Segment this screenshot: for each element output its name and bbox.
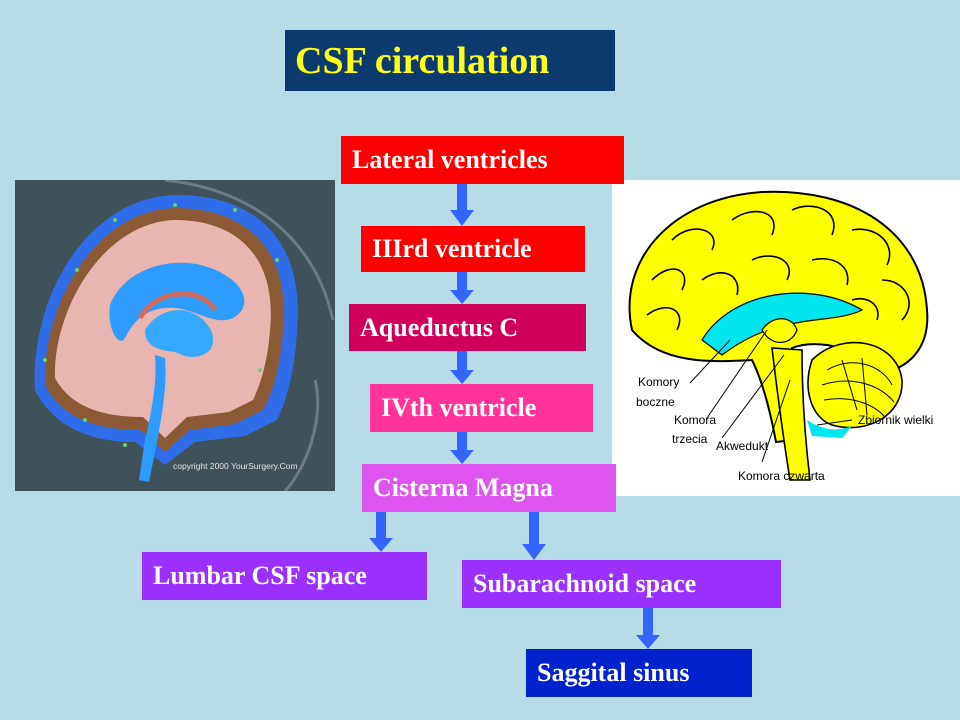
arrow-down-icon bbox=[636, 608, 660, 649]
label-trzecia: trzecia bbox=[672, 432, 708, 446]
node-subarachnoid-space: Subarachnoid space bbox=[462, 560, 781, 608]
label-czwarta: Komora czwarta bbox=[738, 469, 825, 483]
brain-ventricles-illustration: copyright 2000 YourSurgery.Com bbox=[15, 180, 335, 491]
node-saggital-sinus: Saggital sinus bbox=[526, 649, 752, 697]
copyright-text: copyright 2000 YourSurgery.Com bbox=[173, 461, 298, 471]
page-title: CSF circulation bbox=[285, 30, 615, 91]
brain-sagittal-illustration: Komory boczne Komora trzecia Akwedukt Zb… bbox=[612, 180, 960, 496]
arrow-down-icon bbox=[450, 272, 474, 304]
arrow-down-icon bbox=[450, 351, 474, 384]
arrow-down-icon bbox=[450, 432, 474, 464]
node-lumbar-csf-space: Lumbar CSF space bbox=[142, 552, 427, 600]
node-third-ventricle: IIIrd ventricle bbox=[361, 226, 585, 272]
node-fourth-ventricle: IVth ventricle bbox=[370, 384, 593, 432]
label-komory: Komory bbox=[638, 375, 679, 389]
node-lateral-ventricles: Lateral ventricles bbox=[341, 136, 624, 184]
arrow-down-icon bbox=[369, 512, 393, 552]
node-aqueductus: Aqueductus C bbox=[349, 304, 586, 351]
label-akwedukt: Akwedukt bbox=[716, 439, 769, 453]
arrow-down-icon bbox=[522, 512, 546, 560]
label-zbiornik: Zbiornik wielki bbox=[858, 413, 933, 427]
arrow-down-icon bbox=[450, 184, 474, 226]
label-boczne: boczne bbox=[636, 395, 675, 409]
node-cisterna-magna: Cisterna Magna bbox=[362, 464, 616, 512]
label-komora: Komora bbox=[674, 413, 716, 427]
